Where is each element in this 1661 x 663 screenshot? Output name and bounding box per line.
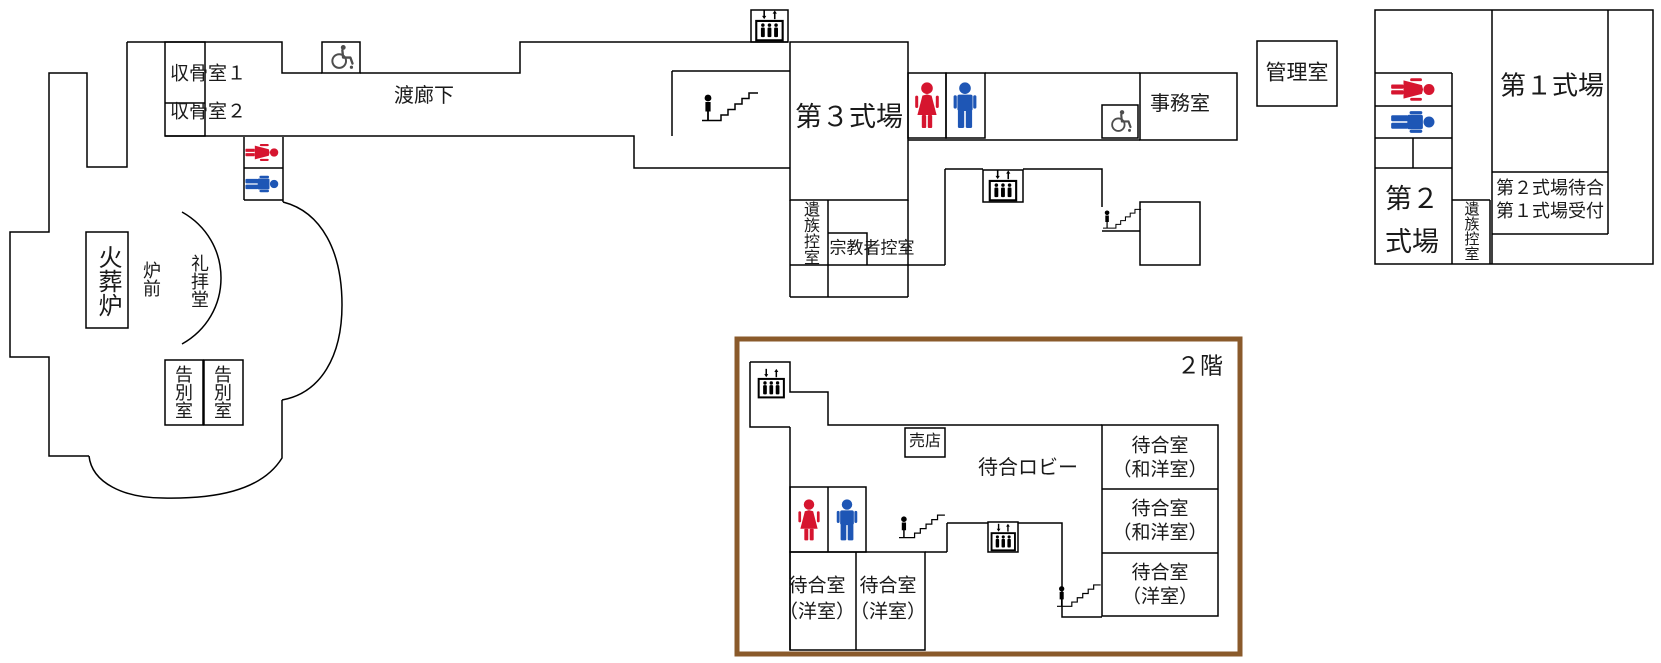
male-restroom-icon	[245, 175, 279, 193]
room-label-hall2-line1: 第２	[1385, 183, 1439, 214]
stairs-icon	[1056, 584, 1102, 607]
room-label-waiting-2-line2: （和洋室）	[1112, 522, 1208, 543]
room-label-baiten: 売店	[908, 433, 942, 451]
room-label-hall2-line2: 式場	[1385, 227, 1439, 257]
room-label-lobby: 待合ロビー	[978, 457, 1078, 479]
room-label-waiting-4: 待合室 （洋室）	[779, 573, 855, 624]
elevator-icon	[988, 169, 1018, 202]
male-restroom-icon	[836, 499, 858, 541]
room-label-shukyosha: 宗教者控室	[829, 238, 915, 258]
stairs-icon	[701, 92, 759, 122]
elevator-icon	[755, 9, 784, 42]
room-label-waiting-1-line2: （和洋室）	[1112, 459, 1208, 480]
center-walls	[789, 41, 1238, 298]
wheelchair-icon	[331, 43, 355, 71]
room-label-waiting-5-line1: 待合室	[859, 575, 917, 597]
wheelchair-icon	[1111, 109, 1133, 133]
room-label-waiting-2: 待合室 （和洋室）	[1112, 497, 1207, 545]
male-restroom-icon	[1391, 111, 1435, 133]
room-label-hall1recep: 第１式場受付	[1496, 201, 1604, 222]
right-wing-walls	[1256, 9, 1654, 265]
room-label-romae: 炉前	[141, 261, 161, 297]
stairs-icon	[1102, 208, 1142, 229]
room-label-hall3: 第３式場	[795, 102, 903, 133]
room-label-waiting-1: 待合室 （和洋室）	[1112, 434, 1207, 482]
floor2-title: ２階	[1177, 352, 1223, 379]
room-label-kanri: 管理室	[1265, 61, 1329, 85]
female-restroom-icon	[245, 144, 279, 161]
room-label-hall1: 第１式場	[1499, 70, 1605, 101]
female-restroom-icon	[915, 82, 939, 128]
room-label-waiting-5: 待合室 （洋室）	[850, 573, 926, 624]
room-label-corridor: 渡廊下	[394, 85, 454, 107]
room-label-kasoro: 火葬炉	[94, 245, 121, 317]
room-label-waiting-2-line1: 待合室	[1131, 498, 1189, 520]
floor2-walls	[749, 361, 1219, 651]
floor2-panel	[734, 336, 1243, 657]
elevator-icon	[990, 522, 1016, 552]
room-label-kokubetsu2: 告別室	[212, 365, 232, 419]
room-label-hall2: 第２ 式場	[1385, 178, 1439, 264]
room-label-waiting-4-line2: （洋室）	[778, 601, 856, 622]
male-restroom-icon	[953, 82, 977, 128]
room-label-hall2wait: 第２式場待合	[1496, 178, 1604, 199]
room-label-waiting-4-line1: 待合室	[788, 575, 846, 597]
room-label-waiting-1-line1: 待合室	[1131, 435, 1189, 457]
stairs-icon	[898, 514, 946, 539]
room-label-waiting-5-line2: （洋室）	[849, 601, 927, 622]
room-label-izoku2: 遺族控室	[1462, 201, 1480, 261]
room-label-kokubetsu1: 告別室	[173, 365, 193, 419]
room-label-jimu: 事務室	[1150, 93, 1210, 115]
room-label-shukotsu2: 収骨室２	[169, 101, 247, 123]
elevator-icon	[757, 367, 785, 399]
room-label-waiting-3-line1: 待合室	[1131, 562, 1189, 584]
room-label-waiting-3: 待合室 （洋室）	[1122, 561, 1198, 609]
female-restroom-icon	[1391, 78, 1435, 101]
room-label-izoku: 遺族控室	[801, 201, 818, 265]
room-label-reihaido: 礼拝堂	[189, 254, 209, 308]
room-label-shukotsu1: 収骨室１	[169, 63, 247, 85]
floor2-border	[734, 336, 1243, 657]
female-restroom-icon	[798, 499, 820, 541]
left-wing-walls	[9, 9, 790, 499]
room-label-waiting-3-line2: （洋室）	[1121, 586, 1199, 607]
